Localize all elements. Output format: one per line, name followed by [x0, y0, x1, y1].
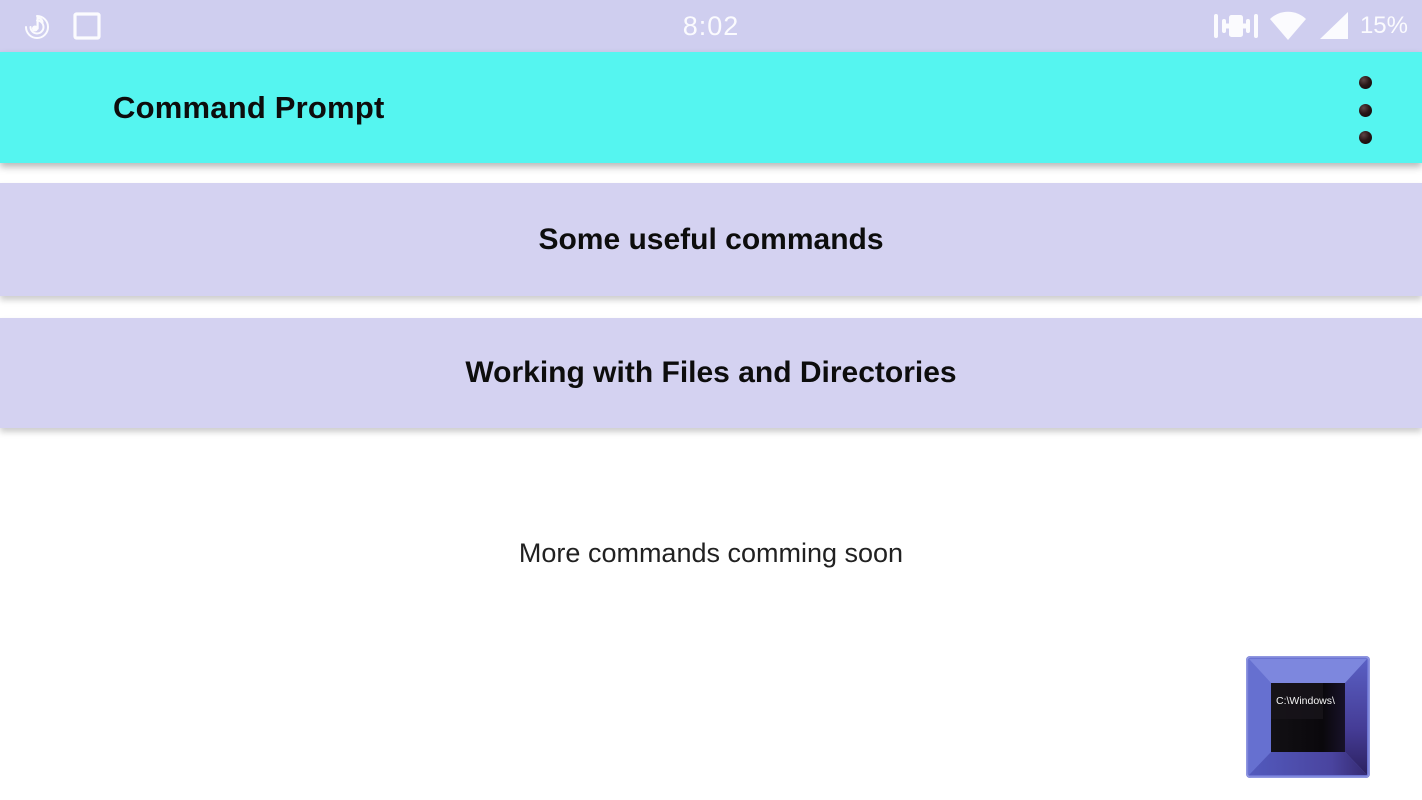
section-some-useful-commands[interactable]: Some useful commands [0, 183, 1422, 296]
more-commands-note: More commands comming soon [518, 538, 904, 568]
status-bar-left-icons [20, 0, 102, 52]
app-bar: Command Prompt [0, 52, 1422, 163]
status-time: 8:02 [682, 10, 740, 41]
section-label: Some useful commands [538, 222, 884, 256]
overflow-dot [1358, 131, 1372, 144]
wifi-icon [1269, 11, 1306, 40]
command-prompt-app-icon: C:\Windows\ [1246, 656, 1371, 779]
cellular-signal-icon [1319, 12, 1348, 39]
square-outline-icon [73, 12, 101, 40]
logo-screen-text: C:\Windows\ [1276, 695, 1335, 707]
music-note-icon [25, 15, 49, 39]
overflow-dot [1358, 103, 1372, 117]
vibrate-icon [1213, 14, 1258, 38]
battery-percent: 15% [1359, 12, 1408, 39]
status-bar: 8:02 15% [0, 0, 1422, 52]
overflow-dot [1358, 76, 1372, 89]
page-title: Command Prompt [113, 89, 385, 125]
overflow-menu-button[interactable] [1350, 76, 1380, 144]
section-working-with-files-and-directories[interactable]: Working with Files and Directories [0, 318, 1422, 428]
section-label: Working with Files and Directories [465, 356, 957, 389]
status-bar-right-icons: 15% [1213, 0, 1408, 52]
